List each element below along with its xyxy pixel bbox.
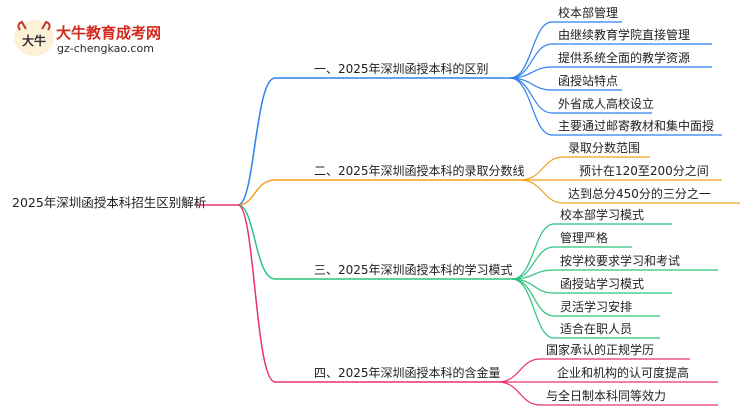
bull-logo-icon: 大牛 bbox=[14, 20, 54, 56]
leaf-node: 管理严格 bbox=[560, 231, 609, 245]
site-logo[interactable]: 大牛 大牛教育成考网 gz-chengkao.com bbox=[14, 14, 164, 58]
logo-title: 大牛教育成考网 bbox=[56, 24, 162, 42]
leaf-node: 提供系统全面的教学资源 bbox=[558, 51, 691, 65]
leaf-node: 与全日制本科同等效力 bbox=[546, 389, 667, 403]
branch-4-connector bbox=[237, 204, 498, 383]
logo-mark-text: 大牛 bbox=[22, 33, 46, 48]
leaf-node: 预计在120至200分之间 bbox=[579, 164, 709, 178]
leaf-connector bbox=[511, 278, 660, 317]
leaf-node: 函授站学习模式 bbox=[560, 277, 645, 291]
leaf-node: 主要通过邮寄教材和集中面授 bbox=[558, 119, 715, 133]
leaf-connector bbox=[511, 269, 718, 280]
leaf-connector bbox=[511, 246, 632, 280]
leaf-connector bbox=[519, 156, 650, 181]
branch-4-label: 四、2025年深圳函授本科的含金量 bbox=[314, 366, 501, 380]
leaf-node: 校本部管理 bbox=[558, 6, 619, 20]
leaf-connector bbox=[509, 43, 712, 79]
leaf-node: 企业和机构的认可度提高 bbox=[557, 366, 690, 380]
leaf-node: 按学校要求学习和考试 bbox=[560, 254, 681, 268]
leaf-node: 校本部学习模式 bbox=[560, 208, 645, 222]
leaf-connector bbox=[511, 223, 672, 280]
leaf-node: 达到总分450分的三分之一 bbox=[568, 187, 711, 201]
leaf-connector bbox=[497, 381, 718, 406]
mindmap-root: 2025年深圳函授本科招生区别解析 bbox=[12, 195, 207, 210]
logo-url: gz-chengkao.com bbox=[57, 42, 154, 55]
branch-1-connector bbox=[237, 77, 510, 206]
leaf-connector bbox=[509, 77, 652, 114]
leaf-connector bbox=[509, 66, 712, 79]
leaf-node: 适合在职人员 bbox=[560, 322, 633, 336]
leaf-connector bbox=[519, 179, 740, 204]
leaf-node: 函授站特点 bbox=[558, 74, 619, 88]
leaf-node: 外省成人高校设立 bbox=[558, 97, 655, 111]
leaf-connector bbox=[497, 358, 690, 383]
branch-3-label: 三、2025年深圳函授本科的学习模式 bbox=[314, 263, 513, 277]
leaf-node: 灵活学习安排 bbox=[560, 300, 633, 314]
leaf-node: 录取分数范围 bbox=[568, 141, 641, 155]
branch-2-connector bbox=[237, 179, 520, 206]
leaf-node: 国家承认的正规学历 bbox=[546, 343, 655, 357]
leaf-node: 由继续教育学院直接管理 bbox=[558, 28, 691, 42]
leaf-connector bbox=[509, 77, 722, 136]
branch-3-connector bbox=[237, 204, 512, 280]
branch-2-label: 二、2025年深圳函授本科的录取分数线 bbox=[314, 164, 525, 178]
leaf-connector bbox=[509, 21, 622, 79]
leaf-connector bbox=[511, 278, 660, 339]
branch-1-label: 一、2025年深圳函授本科的区别 bbox=[314, 62, 489, 76]
